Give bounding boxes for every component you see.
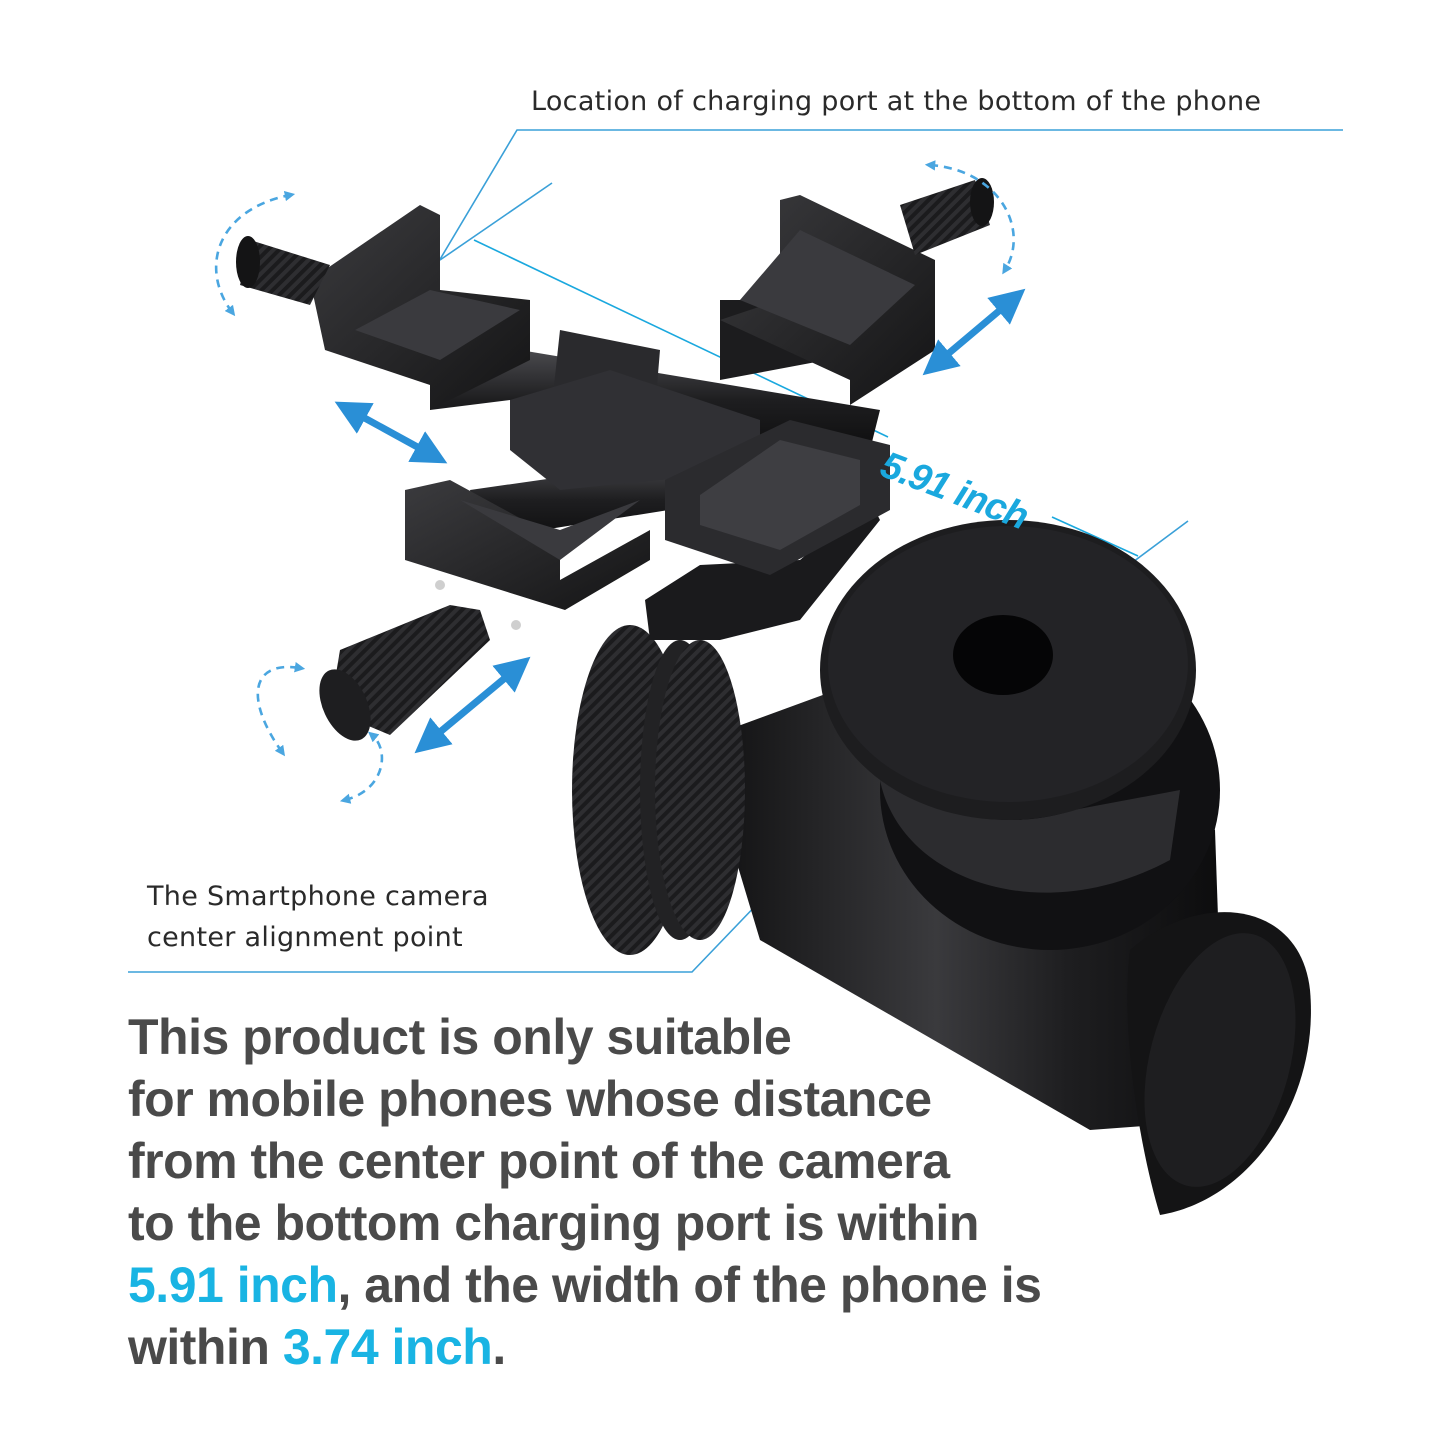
camera-center-callout-line1: The Smartphone camera — [147, 881, 489, 912]
knob-bottom — [319, 605, 490, 741]
notice-line-6: within 3.74 inch. — [128, 1316, 1028, 1378]
knob-top-right — [900, 178, 994, 255]
length-limit-highlight: 5.91 inch — [128, 1257, 338, 1313]
clamp-top-left — [310, 205, 530, 410]
notice-line-2: for mobile phones whose distance — [128, 1071, 932, 1127]
notice-line-6-start: within — [128, 1319, 283, 1375]
camera-center-callout: The Smartphone camera center alignment p… — [147, 876, 489, 958]
compatibility-notice: This product is only suitable for mobile… — [128, 1006, 1042, 1378]
notice-line-3: from the center point of the camera — [128, 1133, 950, 1189]
width-limit-highlight: 3.74 inch — [282, 1319, 493, 1375]
clamp-top-right — [720, 195, 935, 405]
notice-line-5: 5.91 inch, and the width of the phone is — [128, 1254, 1042, 1316]
charging-port-callout: Location of charging port at the bottom … — [531, 86, 1262, 117]
double-arrow-icon — [334, 288, 1026, 754]
notice-line-1: This product is only suitable — [128, 1009, 792, 1065]
center-block — [510, 370, 890, 575]
notice-line-6-end: . — [492, 1319, 506, 1375]
notice-line-4: to the bottom charging port is within — [128, 1195, 979, 1251]
notice-line-5-rest: , and the width of the phone is — [337, 1257, 1042, 1313]
camera-center-callout-line2: center alignment point — [147, 922, 463, 953]
clamp-bottom — [405, 480, 650, 630]
rotate-arrow-icon — [214, 160, 1015, 804]
eyepiece-housing — [572, 520, 1311, 1215]
